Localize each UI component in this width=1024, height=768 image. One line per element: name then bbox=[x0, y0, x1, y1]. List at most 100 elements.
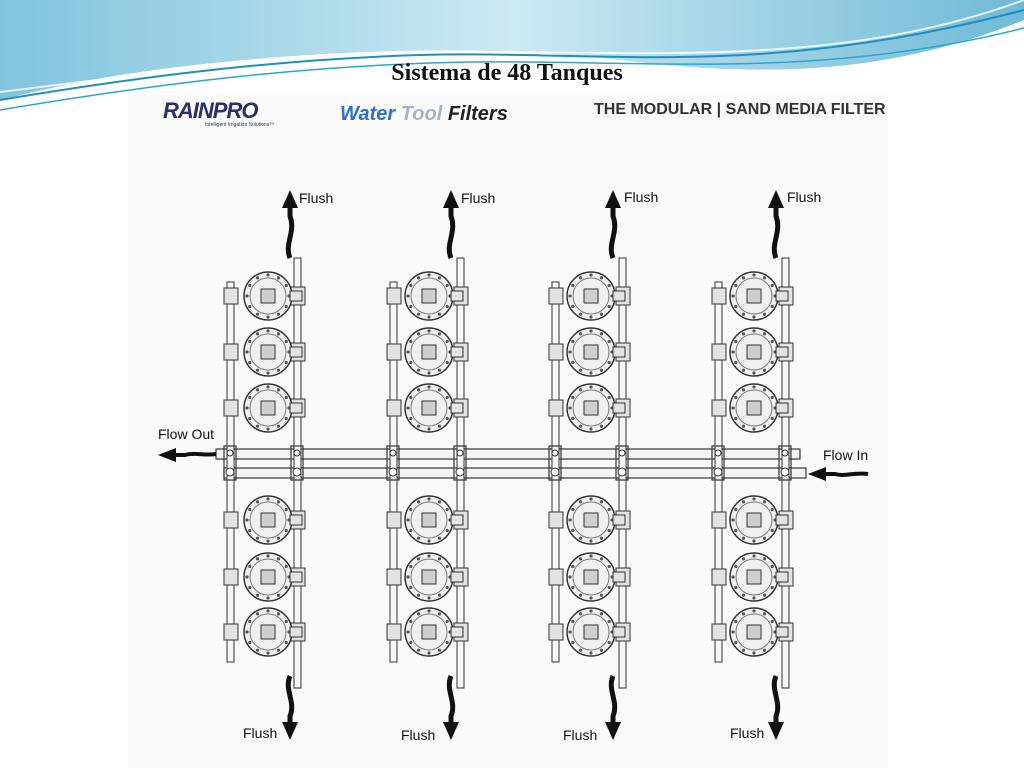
tank-bolt bbox=[607, 395, 611, 400]
tank-bolt bbox=[770, 585, 774, 590]
tank-bolt bbox=[741, 557, 746, 561]
tank-bolt bbox=[762, 500, 767, 504]
tank-bolt bbox=[762, 312, 767, 316]
junction-valve bbox=[225, 467, 235, 477]
tank-bolt bbox=[571, 416, 575, 421]
tank-bolt bbox=[607, 416, 611, 421]
tank-outlet-fitting bbox=[450, 402, 464, 414]
tank-bolt bbox=[409, 416, 413, 421]
tank-bolt bbox=[734, 619, 738, 624]
tank-bolt bbox=[731, 575, 735, 579]
tank-bolt bbox=[734, 564, 738, 569]
flow-in-label: Flow In bbox=[823, 447, 869, 463]
tank-bolt bbox=[607, 339, 611, 344]
flow-in-line bbox=[826, 471, 869, 477]
tank-bolt bbox=[416, 536, 421, 540]
tank-bolt bbox=[276, 332, 281, 336]
tank-flange bbox=[410, 558, 448, 596]
tank-bolt bbox=[599, 536, 604, 540]
tank-bolt bbox=[266, 539, 270, 543]
sand-filter-tank bbox=[548, 552, 631, 602]
junction-valve bbox=[293, 449, 301, 457]
sand-filter-tank bbox=[223, 271, 306, 321]
tank-bolt bbox=[734, 416, 738, 421]
tank-cap bbox=[746, 344, 762, 360]
header-wave-decoration bbox=[0, 0, 1024, 111]
tank-bolt bbox=[599, 500, 604, 504]
flush-down-flow-line bbox=[771, 675, 781, 726]
tank-bolt bbox=[607, 585, 611, 590]
junction-valve bbox=[455, 467, 465, 477]
flush-label-top-1: Flush bbox=[299, 190, 334, 206]
tank-bolt bbox=[416, 500, 421, 504]
flush-up-arrow bbox=[443, 190, 459, 208]
tank-bolt bbox=[607, 619, 611, 624]
tank-bolt bbox=[255, 500, 260, 504]
tank-bolt bbox=[734, 339, 738, 344]
tank-bolt bbox=[427, 385, 431, 389]
tank-cap bbox=[583, 624, 599, 640]
flow-out-arrow bbox=[158, 448, 176, 462]
tank-outlet-fitting bbox=[450, 626, 464, 638]
tank-bolt bbox=[607, 564, 611, 569]
tank-bolt bbox=[276, 648, 281, 652]
tank-bolt bbox=[266, 371, 270, 375]
tank-bolt bbox=[409, 283, 413, 288]
tank-bolt bbox=[578, 276, 583, 280]
manifold-junction bbox=[778, 445, 792, 481]
sand-filter-tank bbox=[386, 495, 469, 545]
tank-cap bbox=[746, 512, 762, 528]
tank-bolt bbox=[741, 312, 746, 316]
flush-label-top-2: Flush bbox=[461, 190, 496, 206]
tank-bolt bbox=[741, 500, 746, 504]
tank-bolt bbox=[762, 648, 767, 652]
tank-flange bbox=[410, 333, 448, 371]
tank-bolt bbox=[752, 329, 756, 333]
manifold-junction bbox=[453, 445, 467, 481]
tank-flange bbox=[249, 501, 287, 539]
tank-cap bbox=[583, 512, 599, 528]
tank-bolt bbox=[445, 416, 449, 421]
tank-bolt bbox=[762, 368, 767, 372]
tank-cap bbox=[260, 569, 276, 585]
tank-bolt bbox=[255, 648, 260, 652]
tank-bolt bbox=[409, 360, 413, 365]
tank-bolt bbox=[427, 315, 431, 319]
tank-bolt bbox=[276, 368, 281, 372]
sand-filter-tank bbox=[548, 495, 631, 545]
tank-flange bbox=[735, 501, 773, 539]
tank-bolt bbox=[409, 564, 413, 569]
tank-bolt bbox=[770, 528, 774, 533]
tank-bolt bbox=[741, 612, 746, 616]
tank-bolt bbox=[599, 388, 604, 392]
flush-label-top-4: Flush bbox=[787, 189, 822, 205]
tank-inlet-valve bbox=[548, 568, 564, 586]
tank-bolt bbox=[578, 612, 583, 616]
tank-flange bbox=[735, 389, 773, 427]
tank-bolt bbox=[589, 273, 593, 277]
sand-filter-tank bbox=[223, 607, 306, 657]
tank-outlet-fitting bbox=[775, 402, 789, 414]
tank-bolt bbox=[741, 593, 746, 597]
tank-bolt bbox=[406, 294, 410, 298]
tank-inlet-valve bbox=[548, 623, 564, 641]
flush-label-bottom-1: Flush bbox=[243, 725, 278, 741]
tank-bolt bbox=[266, 273, 270, 277]
tank-bolt bbox=[248, 507, 252, 512]
tank-bolt bbox=[248, 360, 252, 365]
tank-bolt bbox=[406, 630, 410, 634]
flow-in-arrow bbox=[808, 467, 826, 481]
tank-outlet-fitting bbox=[289, 514, 303, 526]
tank-bolt bbox=[734, 585, 738, 590]
tank-outlet-fitting bbox=[450, 571, 464, 583]
tank-bolt bbox=[255, 388, 260, 392]
tank-bolt bbox=[445, 564, 449, 569]
tank-bolt bbox=[607, 304, 611, 309]
tank-cap bbox=[421, 400, 437, 416]
tank-inlet-valve bbox=[548, 511, 564, 529]
sand-filter-tank bbox=[548, 327, 631, 377]
tank-bolt bbox=[734, 507, 738, 512]
tank-cap bbox=[260, 288, 276, 304]
tank-bolt bbox=[276, 593, 281, 597]
